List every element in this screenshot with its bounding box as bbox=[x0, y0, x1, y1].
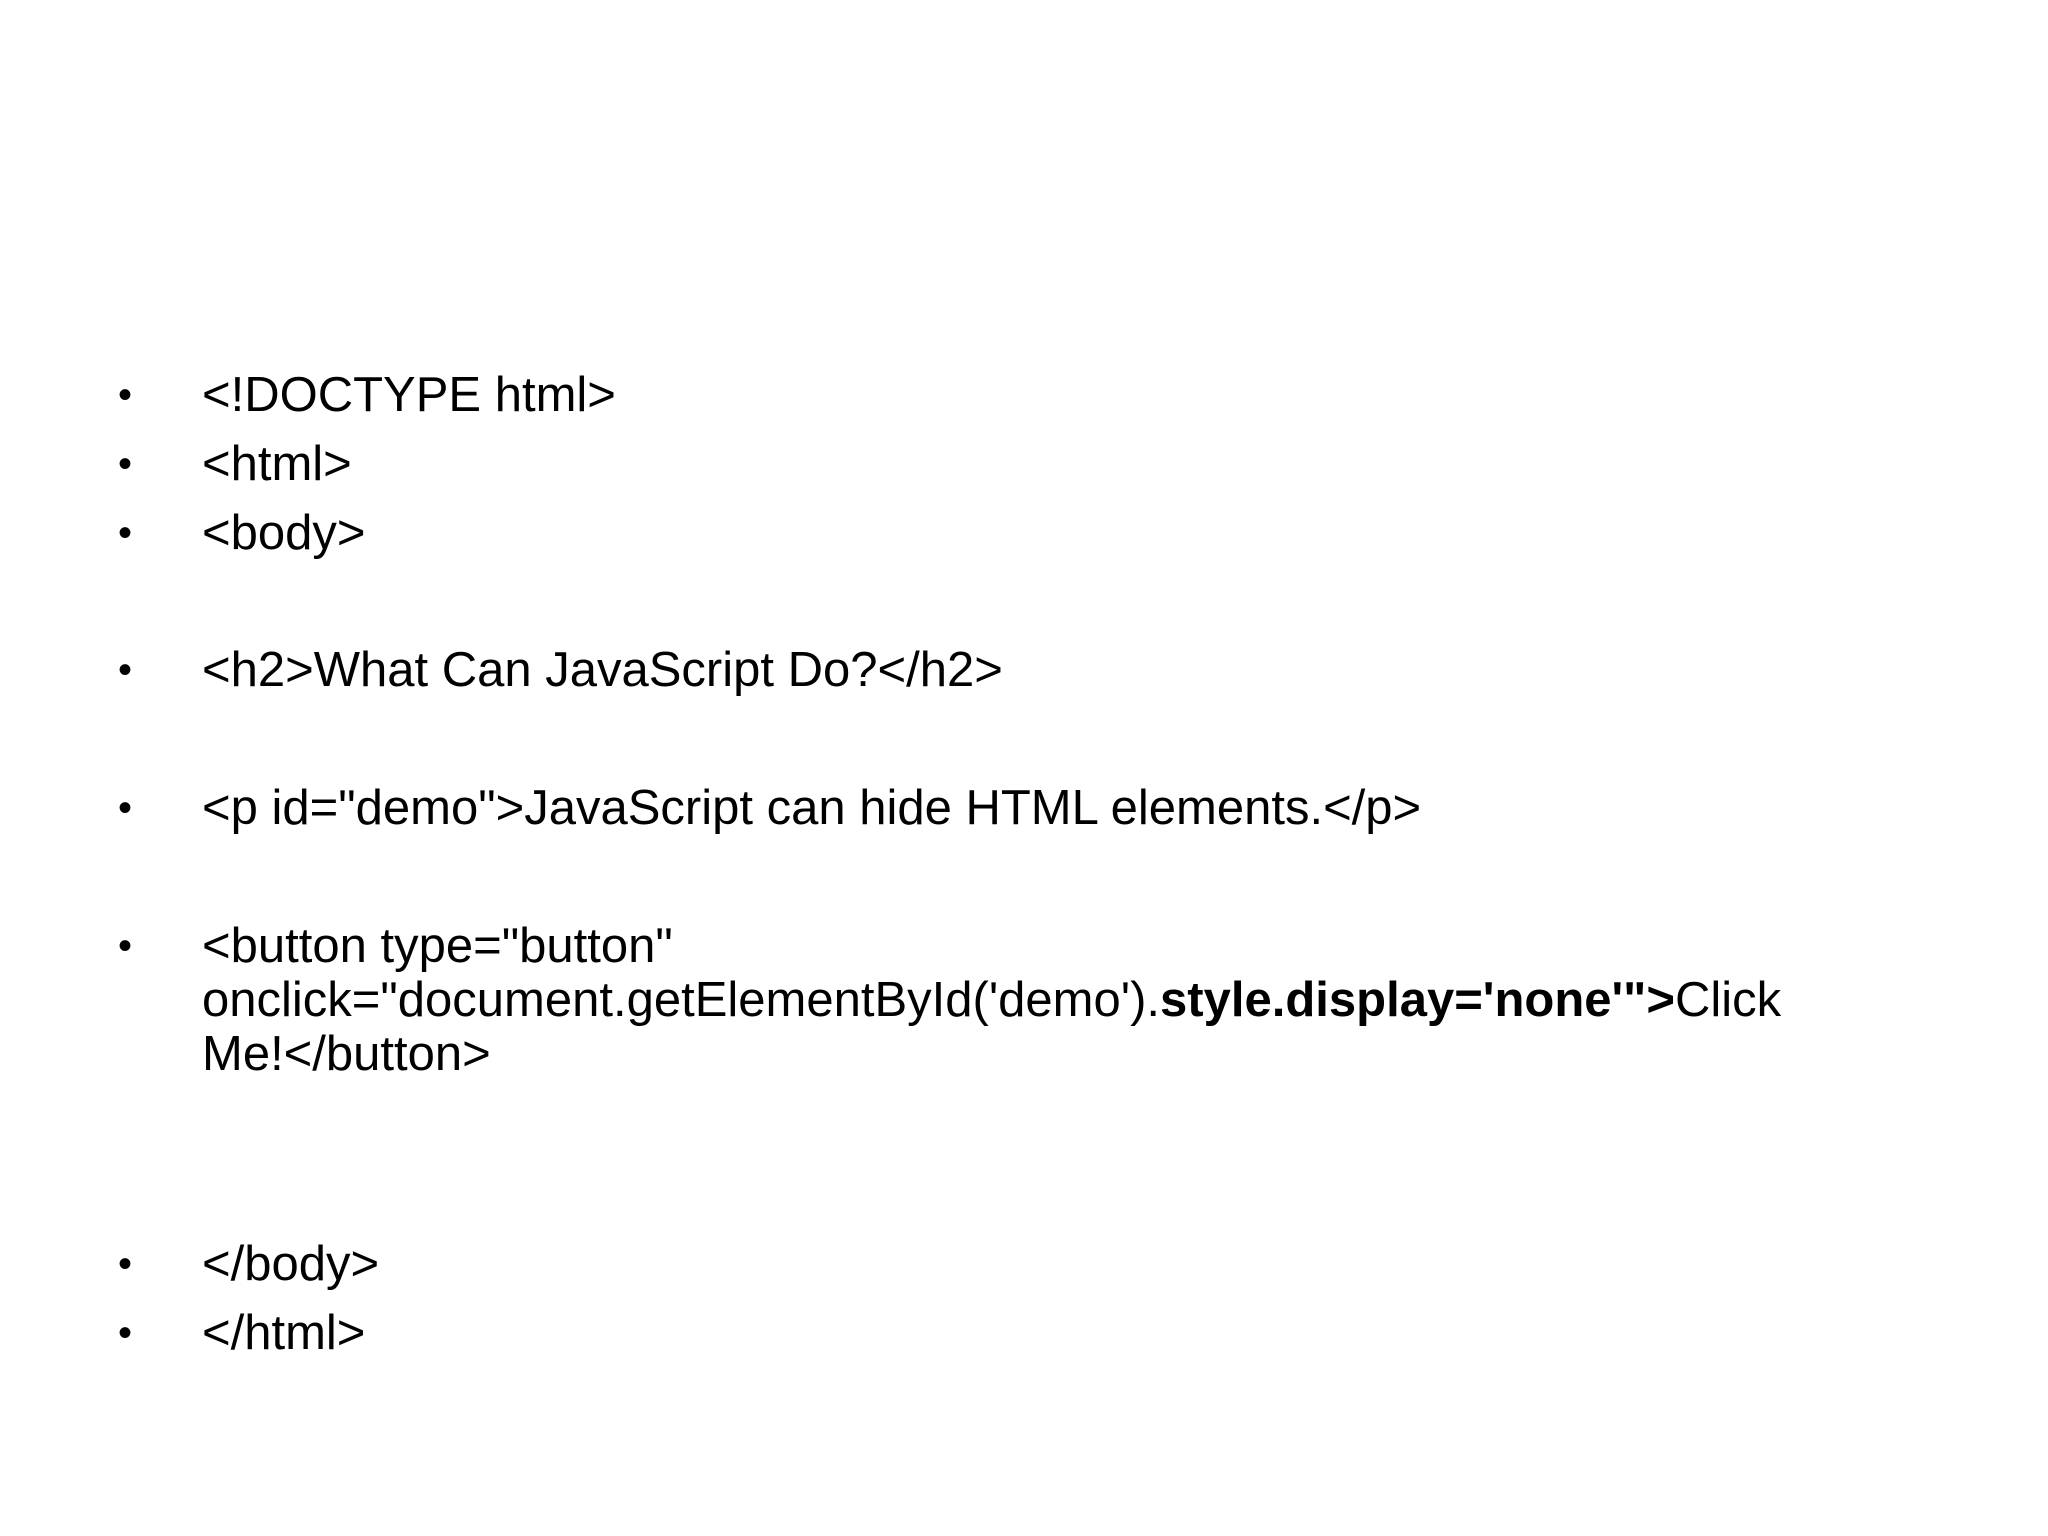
code-line-2: onclick="document.getElementById('demo')… bbox=[202, 973, 1781, 1027]
list-item-text: <button type="button" onclick="document.… bbox=[202, 919, 1781, 1081]
list-item-text: <h2>What Can JavaScript Do?</h2> bbox=[202, 643, 1003, 697]
bullet-icon: • bbox=[118, 373, 133, 417]
code-line-2-prefix: onclick="document.getElementById('demo')… bbox=[202, 973, 1161, 1027]
code-line-2-bold: style.display='none'"> bbox=[1160, 973, 1676, 1027]
code-line-1: <button type="button" bbox=[202, 919, 673, 973]
list-item-text: </body> bbox=[202, 1237, 380, 1291]
list-item-text: <p id="demo">JavaScript can hide HTML el… bbox=[202, 781, 1422, 835]
list-item-text: <body> bbox=[202, 506, 366, 560]
bullet-icon: • bbox=[118, 1311, 133, 1355]
bullet-icon: • bbox=[118, 511, 133, 555]
bullet-icon: • bbox=[118, 1242, 133, 1286]
code-line-3: Me!</button> bbox=[202, 1027, 491, 1081]
bullet-icon: • bbox=[118, 924, 133, 968]
list-item-text: <!DOCTYPE html> bbox=[202, 368, 616, 422]
code-line-2-suffix: Click bbox=[1675, 973, 1782, 1027]
list-item-text: <html> bbox=[202, 437, 352, 491]
list-item-text: </html> bbox=[202, 1306, 366, 1360]
bullet-icon: • bbox=[118, 786, 133, 830]
bullet-icon: • bbox=[118, 648, 133, 692]
bullet-icon: • bbox=[118, 442, 133, 486]
